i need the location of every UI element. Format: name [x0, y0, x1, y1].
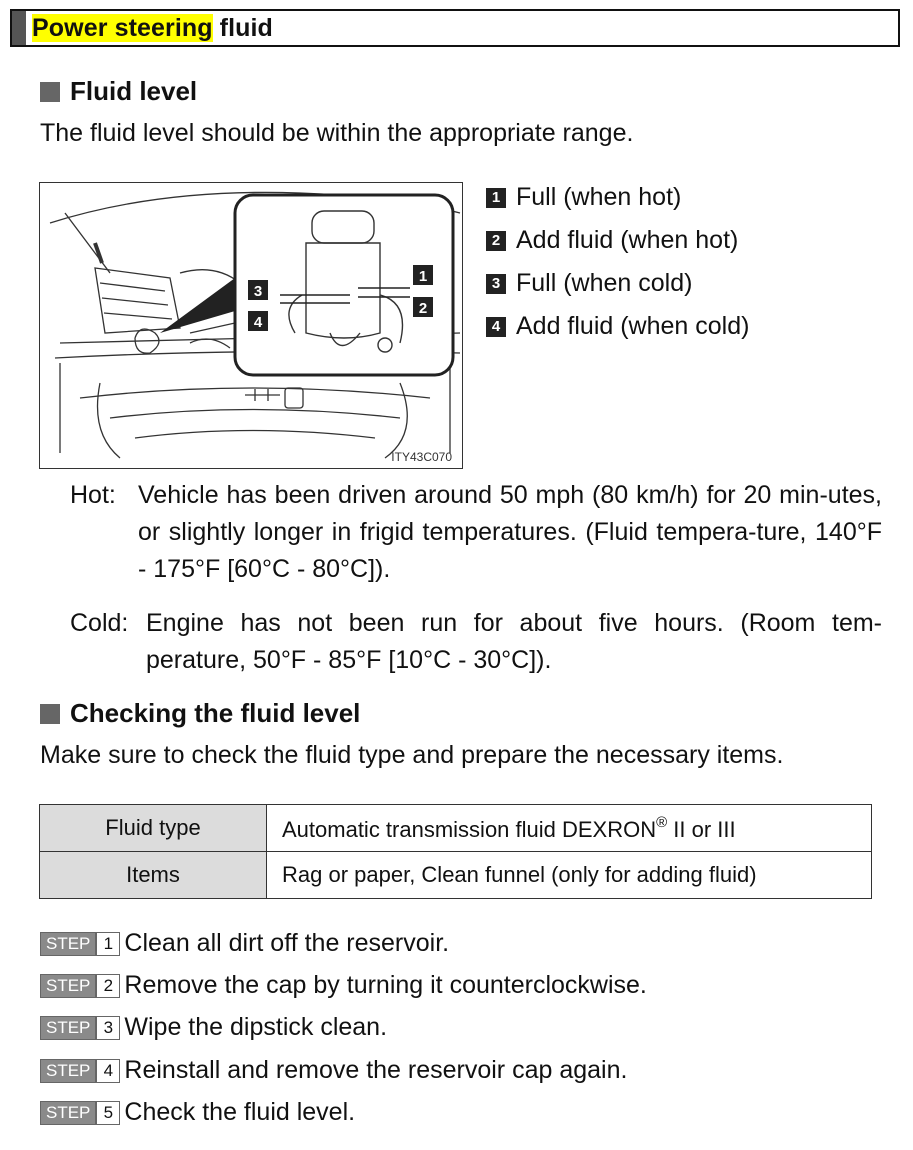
fluid-type-value-after: II or III	[667, 816, 736, 842]
hot-note: Hot: Vehicle has been driven around 50 m…	[70, 477, 882, 588]
legend-badge: 1	[486, 187, 506, 208]
step-number: 4	[96, 1058, 121, 1083]
title-highlight: Power steering	[32, 13, 213, 42]
fluid-type-value: Automatic transmission fluid DEXRON	[282, 816, 657, 842]
step-label: STEP	[40, 1100, 97, 1125]
section-title-bar: Power steering fluid	[10, 9, 900, 47]
callout-3-label: 3	[254, 283, 262, 300]
legend-label: Add fluid (when hot)	[516, 226, 739, 254]
legend-badge: 4	[486, 316, 506, 337]
table-header-cell: Fluid type	[39, 804, 267, 852]
step-text: Reinstall and remove the reservoir cap a…	[124, 1056, 628, 1084]
square-bullet-icon	[40, 703, 60, 724]
title-grip-block	[12, 11, 26, 45]
step-number: 1	[96, 931, 121, 956]
engine-bay-illustration: 1 2 3 4 ITY43C070	[39, 182, 463, 469]
hot-text: Vehicle has been driven around 50 mph (8…	[138, 481, 882, 583]
fluid-level-heading: Fluid level	[40, 76, 197, 107]
step-label: STEP	[40, 1058, 97, 1083]
callout-badge-2: 2	[413, 297, 433, 317]
legend-label: Full (when hot)	[516, 183, 682, 211]
step-number: 5	[96, 1100, 121, 1125]
engine-bay-drawing: 1 2 3 4	[49, 191, 461, 459]
step-label: STEP	[40, 1015, 97, 1040]
cold-text: Engine has not been run for about five h…	[146, 609, 882, 674]
title-rest: fluid	[212, 13, 273, 42]
legend-badge: 2	[486, 230, 506, 251]
callout-2-label: 2	[419, 300, 427, 317]
legend-item: 4 Add fluid (when cold)	[486, 305, 749, 348]
callout-1-label: 1	[419, 268, 427, 285]
fluid-level-heading-text: Fluid level	[70, 76, 198, 106]
legend-item: 1 Full (when hot)	[486, 176, 749, 219]
legend-item: 2 Add fluid (when hot)	[486, 219, 749, 262]
legend-label: Full (when cold)	[516, 269, 693, 297]
table-row: Items Rag or paper, Clean funnel (only f…	[39, 851, 872, 899]
table-value-cell: Rag or paper, Clean funnel (only for add…	[266, 851, 872, 899]
callout-4-label: 4	[254, 314, 263, 331]
legend-item: 3 Full (when cold)	[486, 262, 749, 305]
table-row: Fluid type Automatic transmission fluid …	[39, 804, 872, 852]
table-value-cell: Automatic transmission fluid DEXRON® II …	[266, 804, 872, 852]
checking-heading: Checking the fluid level	[40, 698, 360, 729]
figure-code: ITY43C070	[391, 450, 452, 464]
step-text: Clean all dirt off the reservoir.	[124, 929, 450, 957]
table-header-cell: Items	[39, 851, 267, 899]
step-label: STEP	[40, 973, 97, 998]
page-title: Power steering fluid	[32, 13, 273, 43]
registered-mark: ®	[656, 813, 668, 831]
step-text: Remove the cap by turning it countercloc…	[124, 971, 647, 999]
legend-badge: 3	[486, 273, 506, 294]
callout-badge-3: 3	[248, 280, 268, 300]
hot-label: Hot:	[70, 481, 116, 509]
step-number: 3	[96, 1015, 121, 1040]
checking-text: Make sure to check the fluid type and pr…	[40, 741, 784, 769]
step-label: STEP	[40, 931, 97, 956]
step-number: 2	[96, 973, 121, 998]
step-text: Check the fluid level.	[124, 1098, 356, 1126]
cold-note: Cold: Engine has not been run for about …	[70, 605, 882, 679]
fluid-items-table: Fluid type Automatic transmission fluid …	[39, 804, 872, 899]
legend-label: Add fluid (when cold)	[516, 312, 750, 340]
checking-heading-text: Checking the fluid level	[70, 698, 361, 728]
square-bullet-icon	[40, 81, 60, 102]
fluid-level-text: The fluid level should be within the app…	[40, 119, 634, 147]
callout-badge-4: 4	[248, 311, 268, 331]
step-text: Wipe the dipstick clean.	[124, 1013, 388, 1041]
cold-label: Cold:	[70, 609, 129, 637]
callout-badge-1: 1	[413, 265, 433, 285]
figure-legend: 1 Full (when hot) 2 Add fluid (when hot)…	[486, 176, 749, 348]
